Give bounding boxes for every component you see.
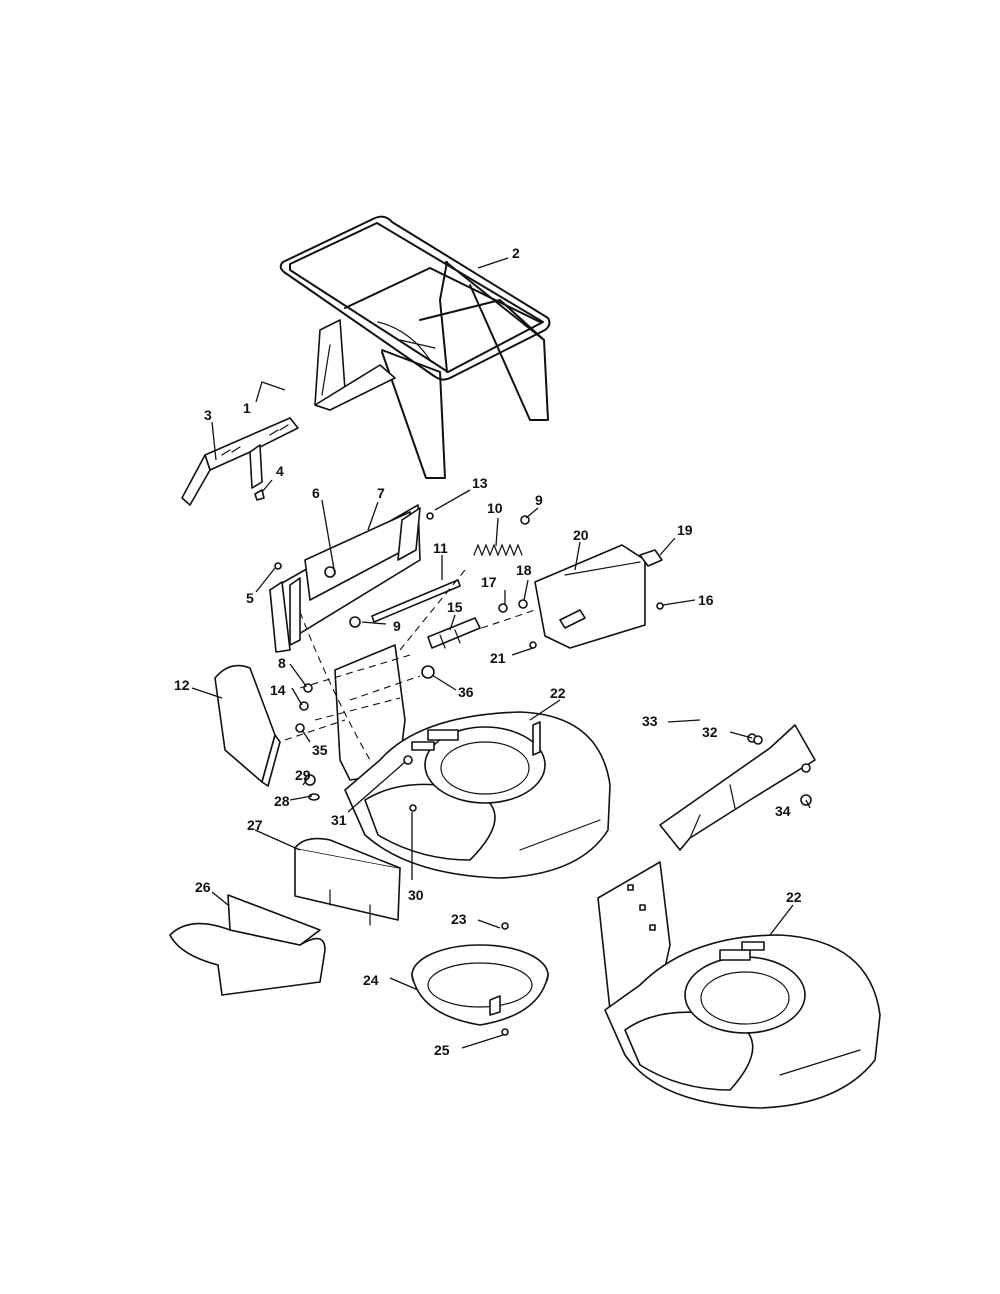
callout-labels: 1 2 3 4 5 6 7 8 9 9 10 11 12 13 14 15 16… [174, 245, 802, 1058]
part-3-bracket [181, 417, 299, 506]
callout-36: 36 [458, 684, 474, 700]
part-7-chute-door [269, 504, 421, 653]
callout-19: 19 [677, 522, 693, 538]
callout-7: 7 [377, 485, 385, 501]
callout-10: 10 [487, 500, 503, 516]
part-26-discharge-chute [169, 894, 326, 996]
callout-13: 13 [472, 475, 488, 491]
callout-22-upper: 22 [550, 685, 566, 701]
alignment-lines [284, 569, 536, 761]
callout-22-lower: 22 [786, 889, 802, 905]
callout-20: 20 [573, 527, 589, 543]
part-10-spring [473, 543, 523, 557]
callout-30: 30 [408, 887, 424, 903]
callout-28: 28 [274, 793, 290, 809]
callout-29: 29 [295, 767, 311, 783]
part-1-bag-support [314, 319, 396, 411]
part-11-rod [371, 579, 461, 623]
callout-9-lower: 9 [393, 618, 401, 634]
callout-12: 12 [174, 677, 190, 693]
callout-16: 16 [698, 592, 714, 608]
callout-15: 15 [447, 599, 463, 615]
callout-35: 35 [312, 742, 328, 758]
callout-27: 27 [247, 817, 263, 833]
callout-24: 24 [363, 972, 379, 988]
part-33-side-rail [659, 724, 816, 851]
part-22-housing-upper [334, 644, 611, 879]
callout-9-upper: 9 [535, 492, 543, 508]
callout-2: 2 [512, 245, 520, 261]
callout-21: 21 [490, 650, 506, 666]
part-20-chute-cover [534, 544, 664, 649]
part-22-housing-lower [597, 861, 881, 1109]
callout-32: 32 [702, 724, 718, 740]
callout-34: 34 [775, 803, 791, 819]
part-19-knob [639, 549, 663, 567]
part-12-deflector [214, 664, 281, 787]
callout-31: 31 [331, 812, 347, 828]
callout-25: 25 [434, 1042, 450, 1058]
callout-4: 4 [276, 463, 284, 479]
part-15-latch [427, 617, 481, 649]
callout-18: 18 [516, 562, 532, 578]
callout-6: 6 [312, 485, 320, 501]
part-27-guard [294, 837, 401, 926]
callout-1: 1 [243, 400, 251, 416]
callout-11: 11 [433, 540, 448, 556]
leader-lines [191, 257, 811, 1049]
callout-33: 33 [642, 713, 658, 729]
callout-26: 26 [195, 879, 211, 895]
callout-3: 3 [204, 407, 212, 423]
callout-5: 5 [246, 590, 254, 606]
callout-23: 23 [451, 911, 467, 927]
callout-14: 14 [270, 682, 286, 698]
part-24-bowl [411, 944, 549, 1026]
part-2-bag-frame [279, 215, 551, 479]
callout-8: 8 [278, 655, 286, 671]
callout-17: 17 [481, 574, 497, 590]
